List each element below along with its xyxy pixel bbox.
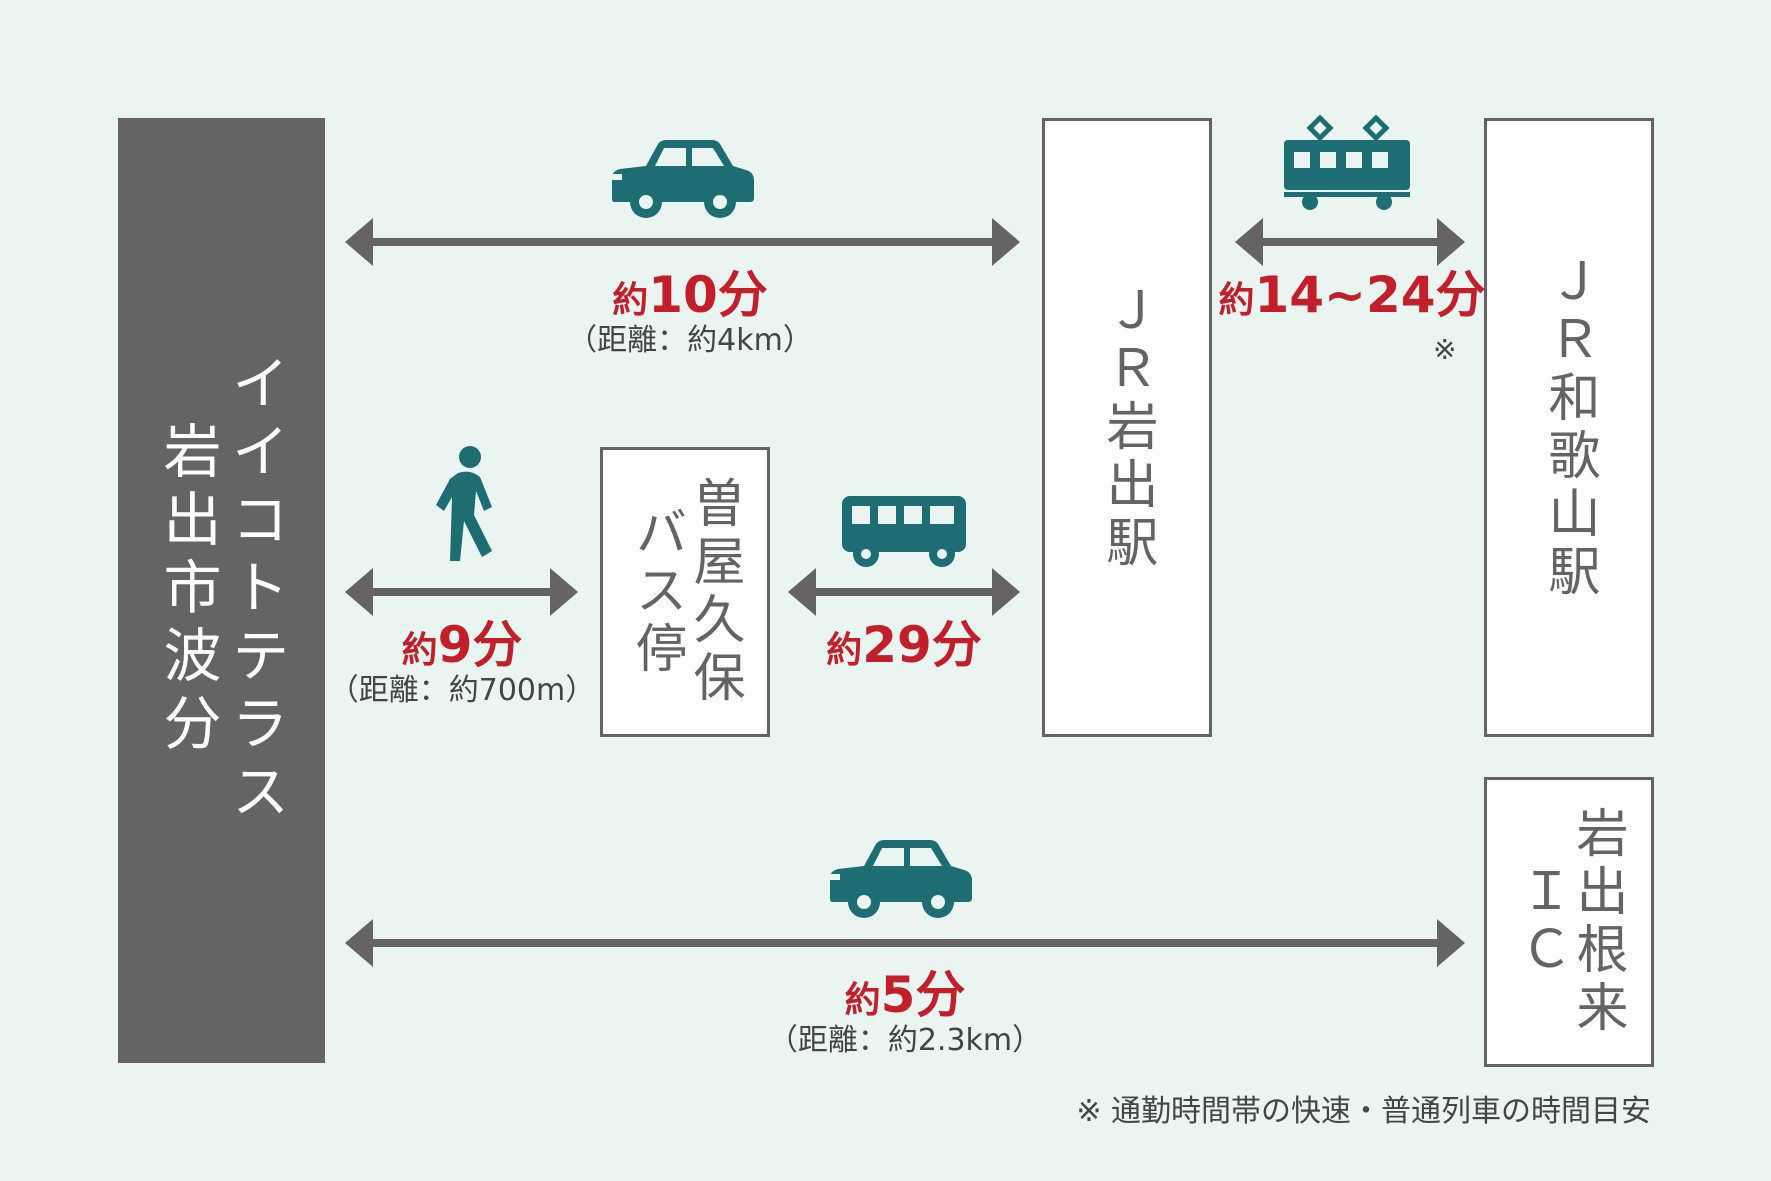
walk-to-busstop-label: 約9分 （距離：約700m） — [329, 618, 595, 709]
origin-name: イイコトテラス — [221, 352, 290, 829]
arrow-car-to-iwade — [345, 218, 1020, 266]
travel-time: 約9分 — [401, 616, 523, 674]
busstop-box: 曽屋久保 バス停 — [600, 447, 770, 737]
jr-iwade-station-box: ＪＲ岩出駅 — [1042, 118, 1212, 737]
train-to-wakayama-label: 約14~24分 — [1218, 268, 1485, 323]
walking-person-icon — [436, 446, 492, 561]
travel-time: 約29分 — [826, 616, 982, 674]
bus-to-iwade-label: 約29分 — [826, 618, 982, 673]
jr-wakayama-station-name: ＪＲ和歌山駅 — [1539, 253, 1599, 602]
interchange-name: 岩出根来 — [1567, 806, 1627, 1038]
origin-box: イイコトテラス 岩出市波分 — [118, 118, 325, 1063]
distance: （距離：約2.3km） — [767, 1023, 1043, 1058]
train-icon — [1284, 114, 1410, 210]
car-icon — [612, 140, 754, 218]
train-note-mark: ※ — [1433, 333, 1457, 366]
bus-icon — [842, 496, 966, 567]
busstop-name: 曽屋久保 — [684, 476, 744, 708]
footnote: ※ 通勤時間帯の快速・普通列車の時間目安 — [1076, 1094, 1651, 1129]
car-to-ic-label: 約5分 （距離：約2.3km） — [768, 968, 1042, 1059]
car-icon — [830, 840, 972, 918]
arrow-walk-to-busstop — [345, 568, 578, 616]
distance: （距離：約700m） — [328, 673, 596, 708]
busstop-type: バス停 — [626, 505, 686, 679]
travel-time: 約5分 — [844, 966, 966, 1024]
origin-address: 岩出市波分 — [153, 420, 222, 761]
travel-time: 約10分 — [612, 266, 768, 324]
arrow-train-to-wakayama — [1235, 218, 1465, 266]
interchange-box: 岩出根来 ＩＣ — [1484, 777, 1654, 1067]
arrow-car-to-ic — [345, 919, 1465, 967]
distance: （距離：約4km） — [567, 323, 813, 358]
interchange-type: ＩＣ — [1511, 864, 1571, 980]
travel-time: 約14~24分 — [1218, 266, 1486, 324]
jr-iwade-station-name: ＪＲ岩出駅 — [1097, 282, 1157, 573]
car-to-iwade-label: 約10分 （距離：約4km） — [567, 268, 813, 359]
jr-wakayama-station-box: ＪＲ和歌山駅 — [1484, 118, 1654, 737]
arrow-bus-to-iwade — [788, 568, 1020, 616]
